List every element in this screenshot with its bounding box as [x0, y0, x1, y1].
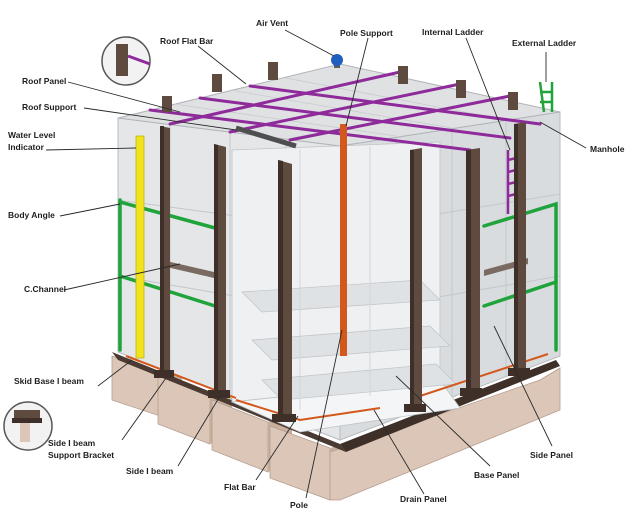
support-brackets	[154, 368, 530, 422]
roof-support	[235, 125, 297, 149]
label-pole-support: Pole Support	[340, 28, 393, 38]
air-vent	[331, 54, 343, 68]
label-indicator: Indicator	[8, 142, 45, 152]
label-roof-support: Roof Support	[22, 102, 76, 112]
external-ladder	[538, 81, 554, 113]
label-support-bracket: Support Bracket	[48, 450, 114, 460]
interior-back-wall	[231, 141, 441, 403]
label-c-channel: C.Channel	[24, 284, 66, 294]
side-i-beams	[160, 122, 526, 422]
bracket-detail-inset	[3, 401, 53, 451]
roof-flat-bar	[168, 70, 402, 126]
label-pole: Pole	[290, 500, 308, 510]
label-base-panel: Base Panel	[474, 470, 519, 480]
roof-flat-bars	[148, 70, 542, 152]
label-side-i-beam: Side I beam	[126, 466, 174, 476]
label-skid-base: Skid Base I beam	[14, 376, 84, 386]
water-level-indicator	[135, 135, 145, 359]
roof-flat-bar	[248, 84, 542, 126]
pole	[340, 124, 347, 356]
leader-lines	[45, 29, 587, 499]
roof-flat-bar	[228, 82, 462, 134]
label-internal-ladder: Internal Ladder	[422, 27, 484, 37]
concrete-plinths	[111, 355, 561, 501]
label-body-angle: Body Angle	[8, 210, 55, 220]
concrete-plinth-long	[329, 367, 561, 501]
roof-flat-bar	[288, 94, 512, 142]
roof-beam-stubs	[162, 62, 518, 112]
roof-detail-inset	[101, 36, 151, 86]
label-external-ladder: External Ladder	[512, 38, 577, 48]
label-water-level: Water Level	[8, 130, 55, 140]
c-channel	[162, 260, 214, 278]
label-roof-panel: Roof Panel	[22, 76, 66, 86]
label-side-i-beam-bracket: Side I beam	[48, 438, 96, 448]
label-roof-flat-bar: Roof Flat Bar	[160, 36, 214, 46]
label-manhole: Manhole	[590, 144, 625, 154]
label-side-panel: Side Panel	[530, 450, 573, 460]
label-air-vent: Air Vent	[256, 18, 288, 28]
base-panel-step	[251, 325, 451, 361]
body-angle	[482, 201, 558, 352]
label-drain-panel: Drain Panel	[400, 494, 447, 504]
labels: Air Vent Roof Flat Bar Pole Support Inte…	[8, 18, 625, 510]
label-flat-bar: Flat Bar	[224, 482, 256, 492]
air-vent-cap	[331, 54, 343, 66]
